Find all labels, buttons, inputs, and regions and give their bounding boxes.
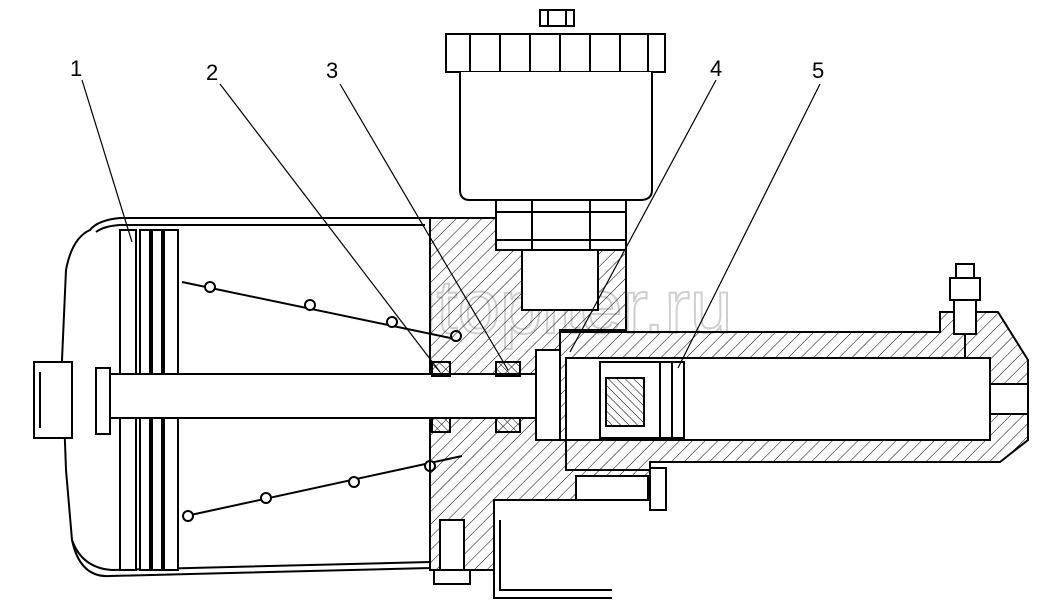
seal-2 bbox=[431, 361, 451, 377]
leader-2 bbox=[219, 83, 441, 373]
leader-5 bbox=[677, 83, 821, 369]
callout-3: 3 bbox=[326, 58, 338, 83]
reservoir-fitting bbox=[521, 249, 599, 311]
reservoir-body bbox=[459, 72, 653, 201]
callout-5: 5 bbox=[812, 58, 824, 83]
mount-bolt-lower bbox=[439, 519, 465, 571]
push-rod bbox=[109, 373, 537, 419]
bleeder-valve bbox=[949, 263, 981, 358]
mount-bolt-side bbox=[575, 475, 649, 501]
drawing-lines bbox=[33, 9, 1029, 599]
callout-4: 4 bbox=[710, 56, 722, 81]
leader-1 bbox=[81, 79, 133, 243]
return-spring-upper bbox=[181, 281, 461, 341]
leader-3 bbox=[339, 83, 509, 371]
hex-nut bbox=[495, 199, 627, 251]
main-housing bbox=[429, 217, 627, 375]
piston-plate bbox=[95, 367, 111, 435]
callout-2: 2 bbox=[206, 60, 218, 85]
callout-1: 1 bbox=[70, 56, 82, 81]
leader-lines bbox=[81, 79, 821, 373]
reservoir-cap bbox=[445, 9, 666, 73]
callout-labels: 1 2 3 4 5 bbox=[70, 56, 824, 85]
leader-4 bbox=[569, 79, 717, 353]
outlet-port bbox=[989, 383, 1029, 415]
return-spring-lower bbox=[185, 455, 463, 517]
